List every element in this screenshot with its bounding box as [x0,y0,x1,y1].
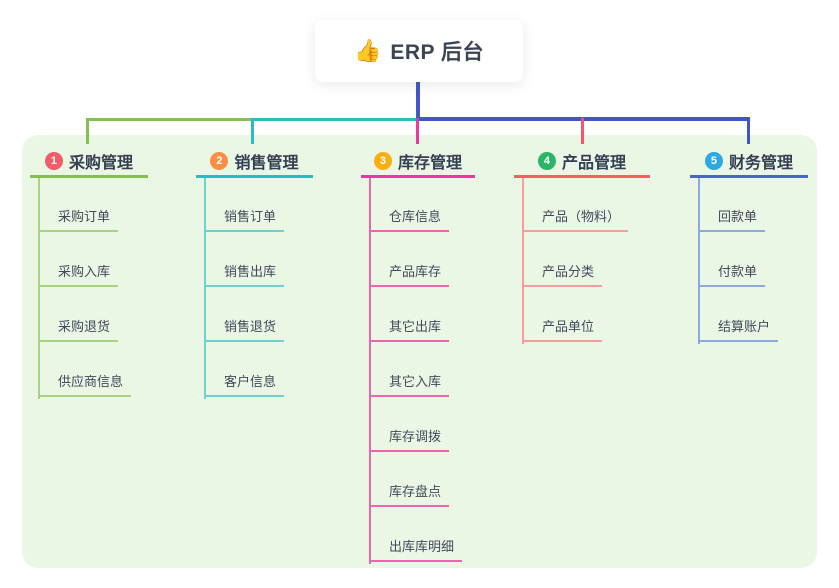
child-label: 产品单位 [522,316,603,342]
child-node[interactable]: 产品分类 [522,232,628,287]
branch-child-connector-line [204,178,206,399]
branch-number-badge: 1 [44,151,63,170]
branch-number-badge: 2 [210,151,229,170]
child-label: 销售出库 [204,261,285,287]
child-label: 库存盘点 [369,481,450,507]
child-label: 付款单 [698,261,766,287]
branch-number-badge: 5 [704,151,723,170]
branch-drop-connector-3 [416,118,419,144]
branch-drop-connector-1 [86,118,89,144]
branch-number-badge: 3 [373,151,392,170]
branch-label: 销售管理 [234,154,299,172]
root-label: ERP 后台 [390,41,485,64]
child-node[interactable]: 产品（物料） [522,177,629,232]
branch-label: 采购管理 [68,154,133,172]
branch-column: 1 采购管理 采购订单采购入库采购退货供应商信息 [30,146,148,399]
connector-segment-blue [419,117,750,121]
child-node[interactable]: 采购退货 [38,287,131,342]
child-label: 回款单 [698,206,766,232]
child-label: 供应商信息 [38,371,132,397]
branch-children: 仓库信息产品库存其它出库其它入库库存调拨库存盘点出库库明细 [369,177,463,562]
child-label: 出库库明细 [369,536,463,562]
branch-number-badge: 4 [537,151,556,170]
thumbs-up-icon: 👍 [353,38,382,63]
child-node[interactable]: 仓库信息 [369,177,462,232]
child-label: 仓库信息 [369,206,450,232]
branch-column: 5 财务管理 回款单付款单结算账户 [690,146,808,344]
branches-background-panel [22,135,817,568]
child-node[interactable]: 出库库明细 [369,507,463,562]
branch-drop-connector-4 [581,118,584,144]
child-node[interactable]: 销售出库 [204,232,285,287]
branch-node[interactable]: 3 库存管理 [361,146,475,178]
child-node[interactable]: 采购入库 [38,232,131,287]
branch-drop-connector-5 [747,118,750,144]
root-node[interactable]: 👍 ERP 后台 [315,20,523,82]
branch-child-connector-line [698,178,700,344]
branch-column: 3 库存管理 仓库信息产品库存其它出库其它入库库存调拨库存盘点出库库明细 [361,146,475,564]
child-node[interactable]: 库存调拨 [369,397,462,452]
branch-node[interactable]: 5 财务管理 [690,146,808,178]
child-label: 产品分类 [522,261,603,287]
branch-label: 财务管理 [728,154,793,172]
child-label: 库存调拨 [369,426,450,452]
branch-node[interactable]: 4 产品管理 [514,146,650,178]
child-node[interactable]: 销售订单 [204,177,285,232]
child-label: 产品（物料） [522,206,629,232]
child-label: 采购退货 [38,316,119,342]
child-label: 客户信息 [204,371,285,397]
branch-children: 销售订单销售出库销售退货客户信息 [204,177,285,397]
branch-drop-connector-2 [251,118,254,144]
child-node[interactable]: 结算账户 [698,287,779,342]
branch-children: 回款单付款单结算账户 [698,177,779,342]
child-label: 结算账户 [698,316,779,342]
branch-column: 2 销售管理 销售订单销售出库销售退货客户信息 [196,146,313,399]
branch-child-connector-line [38,178,40,399]
child-node[interactable]: 库存盘点 [369,452,462,507]
child-label: 其它入库 [369,371,450,397]
child-node[interactable]: 供应商信息 [38,342,132,397]
connector-segment-teal [253,118,419,121]
child-node[interactable]: 回款单 [698,177,778,232]
child-label: 采购入库 [38,261,119,287]
branch-column: 4 产品管理 产品（物料） 产品分类产品单位 [514,146,650,344]
child-node[interactable]: 付款单 [698,232,778,287]
child-node[interactable]: 产品单位 [522,287,628,342]
child-node[interactable]: 销售退货 [204,287,285,342]
child-node[interactable]: 产品库存 [369,232,462,287]
child-label: 销售退货 [204,316,285,342]
child-label: 其它出库 [369,316,450,342]
child-label: 采购订单 [38,206,119,232]
branch-children: 产品（物料） 产品分类产品单位 [522,177,629,342]
branch-node[interactable]: 1 采购管理 [30,146,148,178]
branch-node[interactable]: 2 销售管理 [196,146,313,178]
root-stem-connector [416,82,420,119]
child-node[interactable]: 采购订单 [38,177,131,232]
branch-children: 采购订单采购入库采购退货供应商信息 [38,177,132,397]
child-node[interactable]: 其它入库 [369,342,462,397]
child-node[interactable]: 其它出库 [369,287,462,342]
branch-label: 库存管理 [397,154,462,172]
child-label: 产品库存 [369,261,450,287]
child-label: 销售订单 [204,206,285,232]
child-node[interactable]: 客户信息 [204,342,285,397]
connector-segment-green [86,118,253,121]
branch-child-connector-line [522,178,524,344]
branch-child-connector-line [369,178,371,564]
branch-label: 产品管理 [561,154,626,172]
